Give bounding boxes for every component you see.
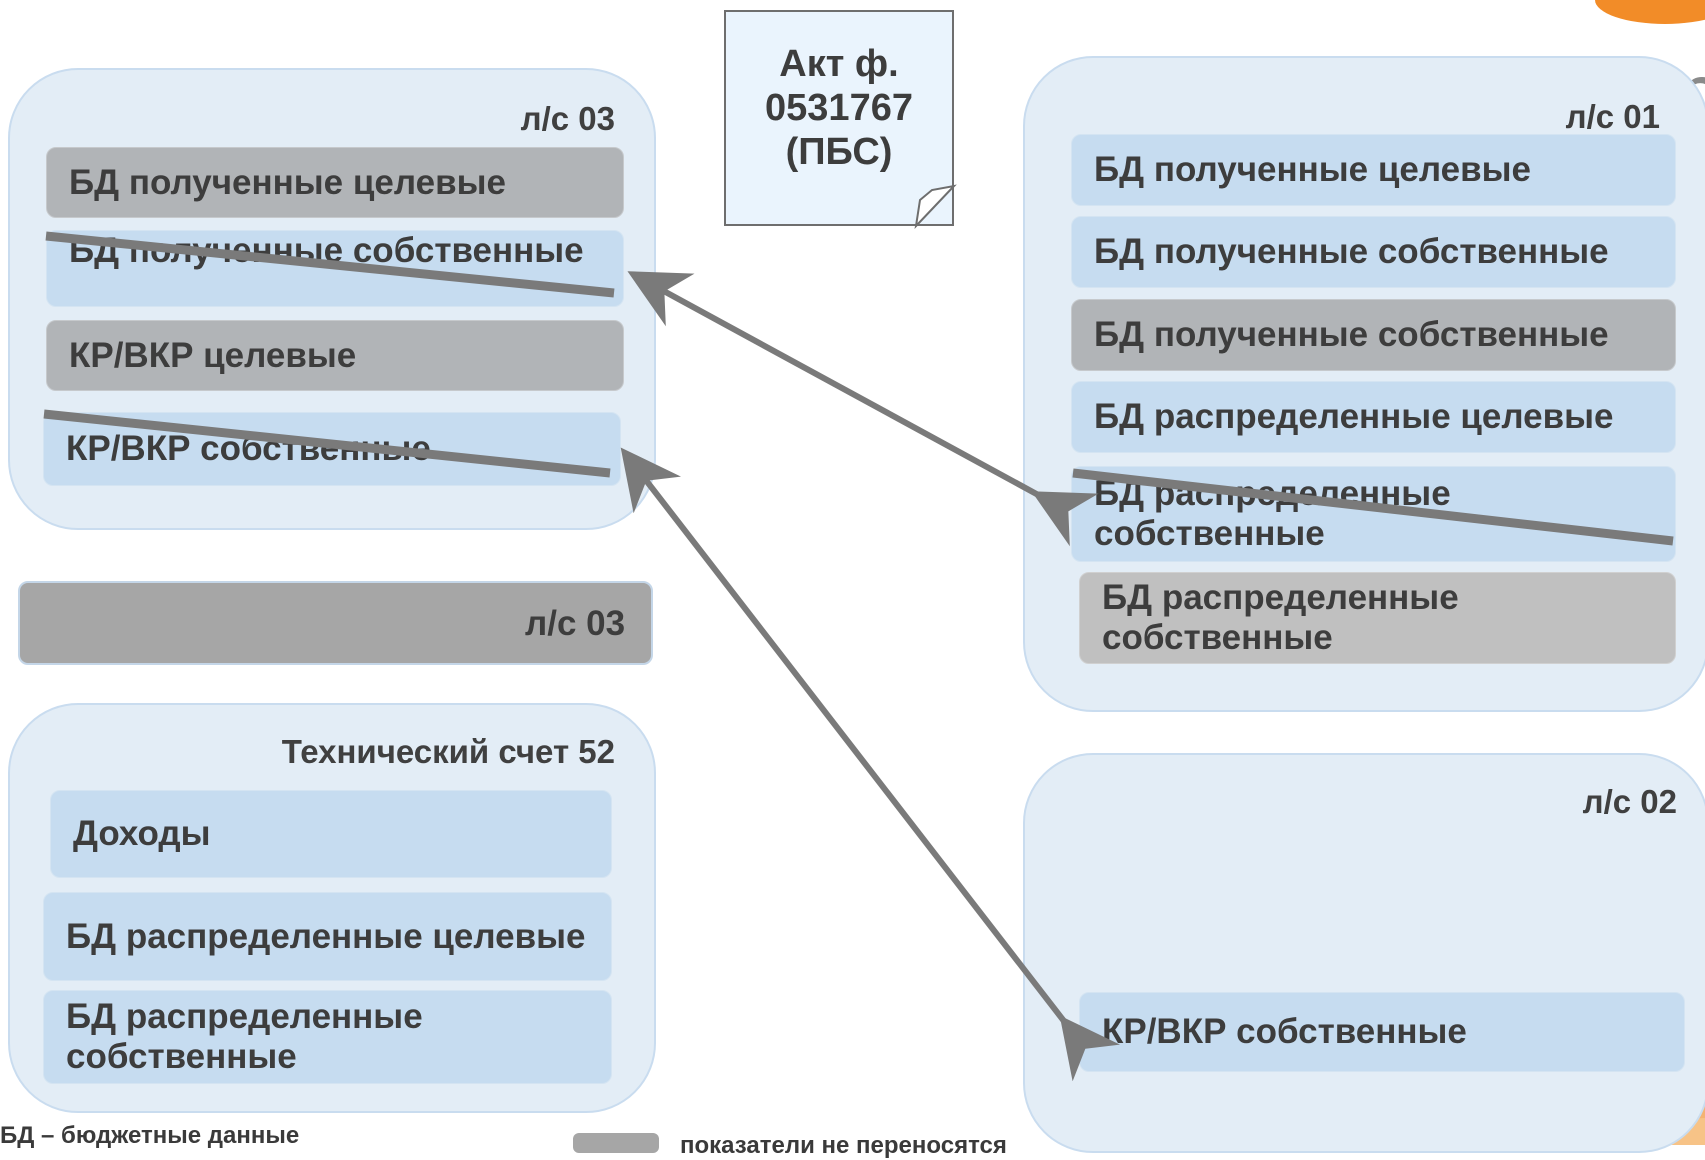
panel-ls02: [1023, 753, 1705, 1153]
legend-abbreviation: БД – бюджетные данные: [0, 1122, 300, 1149]
ls01-item-bd-received-own: БД полученные собственные: [1071, 216, 1676, 288]
ls03-item-bd-received-target: БД полученные целевые: [46, 147, 624, 218]
ls01-item-bd-received-target: БД полученные целевые: [1071, 134, 1676, 206]
tech52-item-income: Доходы: [50, 790, 612, 878]
panel-ls01-title: л/с 01: [1565, 98, 1660, 135]
legend-gray-meaning: показатели не переносятся: [680, 1132, 1007, 1159]
strip-ls03-label: л/с 03: [525, 604, 626, 643]
panel-ls03-title: л/с 03: [520, 100, 615, 137]
ls03-item-bd-received-own: БД полученные собственные: [46, 230, 624, 307]
act-note-line: (ПБС): [785, 131, 893, 173]
ls01-item-bd-distributed-target: БД распределенные целевые: [1071, 381, 1676, 453]
act-note-line: Акт ф.: [779, 43, 899, 85]
tech52-item-bd-distributed-own: БД распределенные собственные: [43, 990, 612, 1084]
ls01-item-bd-received-own-gray: БД полученные собственные: [1071, 299, 1676, 371]
legend-gray-swatch: [573, 1133, 659, 1153]
strip-ls03: [18, 581, 653, 665]
ls01-item-bd-distributed-own-gray: БД распределенные собственные: [1079, 572, 1676, 664]
act-note-line: 0531767: [765, 87, 913, 129]
ls02-item-kr-own: КР/ВКР собственные: [1079, 992, 1685, 1072]
act-note: Акт ф. 0531767 (ПБС): [724, 10, 954, 226]
panel-tech52-title: Технический счет 52: [281, 733, 615, 770]
ls01-item-bd-distributed-own: БД распределенные собственные: [1071, 466, 1676, 562]
tech52-item-bd-distributed-target: БД распределенные целевые: [43, 892, 612, 981]
ls03-item-kr-target: КР/ВКР целевые: [46, 320, 624, 391]
panel-ls02-title: л/с 02: [1582, 783, 1677, 820]
ls03-item-kr-own: КР/ВКР собственные: [43, 412, 621, 486]
logo-mark: [1595, 0, 1705, 24]
